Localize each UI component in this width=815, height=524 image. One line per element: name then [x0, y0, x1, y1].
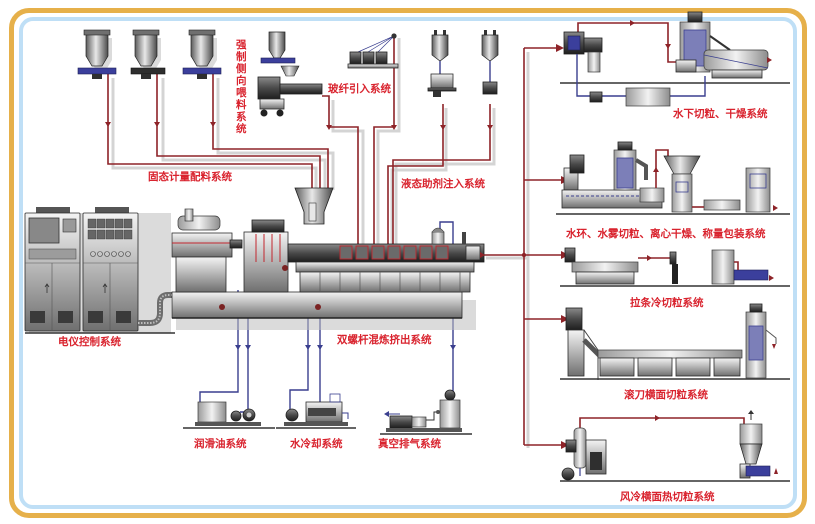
- die-head: [465, 245, 481, 261]
- air-cooled-pelletizer-icon: [560, 410, 790, 482]
- strand-pelletizer-icon: [560, 247, 790, 287]
- twin-screw-extruder[interactable]: [171, 187, 485, 330]
- pipe-feeder-3: [212, 74, 329, 188]
- material-pipes: [105, 34, 569, 449]
- extruder-icon: [171, 187, 485, 330]
- label-side-feeding-char: 制: [236, 50, 247, 63]
- pipe-feeder-2: [156, 74, 321, 188]
- label-glass-fiber: 玻纤引入系统: [328, 82, 391, 95]
- gravimetric-feeder-1[interactable]: [77, 29, 117, 79]
- label-water-ring: 水环、水雾切粒、离心干燥、称量包装系统: [565, 227, 766, 240]
- label-side-feeding-char: 喂: [236, 87, 247, 99]
- label-side-feeding-char: 侧: [236, 62, 247, 75]
- label-side-feeding-char: 强: [236, 39, 247, 51]
- label-side-feeding: 强 制 侧 向 喂 料 系 统: [236, 39, 247, 135]
- outer-gold-frame: [9, 8, 807, 518]
- hopper-feeder-icon: [190, 33, 214, 67]
- oil-unit-icon: [183, 401, 275, 429]
- vacuum-unit[interactable]: [380, 389, 472, 435]
- pipe-cooling-supply: [289, 296, 309, 416]
- label-underwater-pelletizing: 水下切粒、干燥系统: [672, 107, 768, 120]
- water-cooling-unit[interactable]: [276, 393, 356, 429]
- label-side-feeding-char: 系: [236, 110, 247, 123]
- side-feeder-icon: [257, 31, 323, 117]
- labels: 固态计量配料系统 玻纤引入系统 液态助剂注入系统 电仪控制系统 双螺杆混炼挤出系…: [58, 39, 768, 503]
- underwater-pelletizer-icon: [560, 11, 790, 107]
- vacuum-pump-icon: [380, 389, 472, 435]
- label-solid-dosing: 固态计量配料系统: [148, 170, 232, 183]
- pipe-liquid-2: [392, 104, 491, 248]
- lube-oil-unit[interactable]: [183, 401, 275, 429]
- water-ring-pelletizer-icon: [556, 141, 790, 215]
- hob-cutter-icon: [560, 303, 790, 380]
- hob-cutter-pelletizer[interactable]: [560, 303, 790, 380]
- label-strand-pelletizing: 拉条冷切粒系统: [630, 296, 704, 309]
- pipe-shadows: [111, 38, 530, 448]
- barrel: [287, 243, 485, 263]
- liquid-tank-2[interactable]: [481, 30, 499, 95]
- label-water-cooling: 水冷却系统: [289, 437, 343, 450]
- glass-fiber-creel[interactable]: [347, 33, 399, 69]
- label-control: 电仪控制系统: [58, 335, 121, 348]
- label-lubrication: 润滑油系统: [194, 437, 247, 450]
- liquid-tank-1[interactable]: [427, 30, 457, 97]
- flow-arrows: [105, 122, 527, 258]
- gravimetric-feeder-2[interactable]: [130, 29, 166, 79]
- air-cooled-pelletizer[interactable]: [560, 410, 790, 482]
- label-vacuum: 真空排气系统: [378, 437, 441, 450]
- underwater-pelletizer[interactable]: [560, 11, 790, 107]
- motor: [171, 232, 233, 258]
- gravimetric-feeder-3[interactable]: [182, 29, 222, 79]
- hopper-feeder-icon: [85, 33, 109, 67]
- liquid-tank-icon: [481, 30, 499, 95]
- label-hob-cutter: 滚刀横面切粒系统: [624, 388, 708, 401]
- label-air-cooled: 风冷横面热切粒系统: [620, 490, 715, 503]
- water-ring-pelletizer[interactable]: [556, 141, 790, 215]
- label-extruder: 双螺杆混炼挤出系统: [336, 333, 432, 346]
- label-side-feeding-char: 料: [236, 98, 247, 111]
- gearbox: [243, 231, 289, 293]
- label-liquid-injection: 液态助剂注入系统: [401, 177, 485, 190]
- control-cabinet-icon: [24, 207, 178, 334]
- hopper-feeder-icon: [134, 33, 158, 67]
- water-unit-icon: [276, 393, 356, 429]
- strand-pelletizer[interactable]: [560, 247, 790, 287]
- label-side-feeding-char: 统: [236, 122, 247, 135]
- pipe-liquid-1: [387, 104, 444, 248]
- liquid-tank-icon: [427, 30, 457, 97]
- pipe-glass-fiber: [373, 34, 395, 248]
- control-cabinet[interactable]: [24, 207, 178, 334]
- label-side-feeding-char: 向: [236, 74, 247, 87]
- fiber-creel-icon: [347, 33, 399, 69]
- pipe-feeder-1: [107, 74, 313, 188]
- side-feeder[interactable]: [257, 31, 323, 117]
